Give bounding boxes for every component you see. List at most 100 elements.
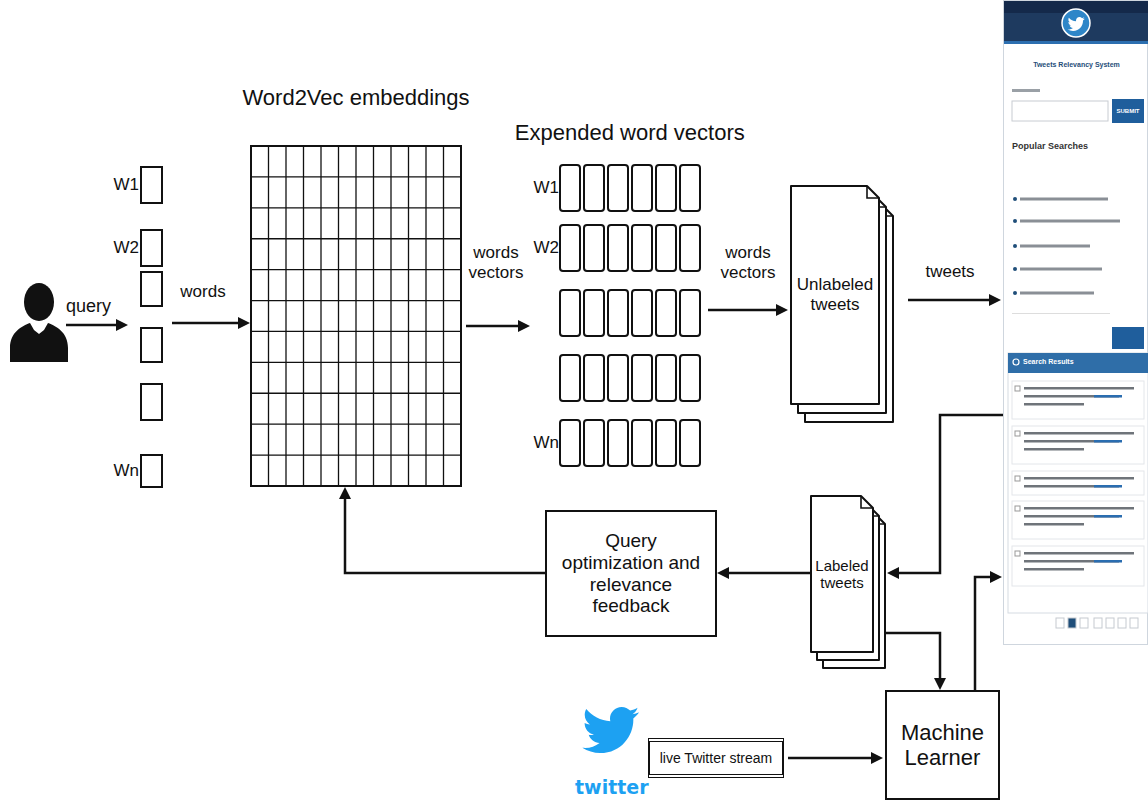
vector-cell bbox=[680, 225, 700, 271]
user-body bbox=[10, 323, 68, 362]
vector-cell bbox=[141, 230, 162, 266]
vector-cell bbox=[141, 167, 162, 203]
result-link bbox=[1094, 485, 1122, 488]
flow-connector bbox=[708, 304, 788, 316]
search-item bbox=[1020, 268, 1102, 271]
process-box: Query optimization and relevance feedbac… bbox=[545, 510, 717, 637]
divider bbox=[1012, 313, 1110, 314]
flow-connector bbox=[908, 294, 1001, 306]
page-button bbox=[1130, 618, 1138, 628]
result-line bbox=[1024, 523, 1084, 526]
embedding-matrix bbox=[250, 85, 462, 487]
matrix-line bbox=[251, 300, 461, 301]
vector-cell bbox=[608, 290, 628, 336]
page-button bbox=[1056, 618, 1064, 628]
vector-cell bbox=[560, 165, 580, 211]
brand-wordmark: twitter bbox=[575, 777, 649, 799]
matrix-line bbox=[251, 424, 461, 425]
screen-text: SUBMIT bbox=[1112, 99, 1144, 123]
vector-cell bbox=[656, 290, 676, 336]
matrix-line bbox=[355, 146, 356, 486]
result-line bbox=[1024, 448, 1084, 451]
screen-text: Search Results bbox=[1023, 358, 1074, 366]
matrix-line bbox=[268, 146, 269, 486]
result-item bbox=[1012, 381, 1144, 419]
flow-connector bbox=[172, 317, 250, 329]
twitter-bird bbox=[582, 707, 639, 753]
matrix-line bbox=[320, 146, 321, 486]
result-line bbox=[1024, 507, 1134, 510]
header-bar bbox=[1004, 1, 1148, 41]
search-item bbox=[1020, 292, 1094, 295]
flow-connector bbox=[717, 567, 810, 579]
matrix-line bbox=[251, 207, 461, 208]
matrix-line bbox=[251, 331, 461, 332]
vector-cell bbox=[632, 165, 652, 211]
list-bullet bbox=[1013, 291, 1017, 295]
screenshot-art bbox=[1004, 1, 1148, 646]
word-label: Wn bbox=[114, 461, 140, 481]
list-bullet bbox=[1013, 244, 1017, 248]
matrix-line bbox=[251, 269, 461, 270]
page-button bbox=[1118, 618, 1126, 628]
row-label: W1 bbox=[534, 178, 560, 198]
connector-line bbox=[726, 572, 810, 575]
matrix-line bbox=[251, 454, 461, 455]
word-label: W2 bbox=[114, 238, 140, 258]
flow-connector bbox=[788, 752, 883, 764]
results-header bbox=[1008, 353, 1148, 373]
arrow-head bbox=[887, 567, 899, 579]
vector-cell bbox=[680, 165, 700, 211]
connector-line bbox=[886, 633, 940, 681]
document-page bbox=[811, 496, 873, 652]
vector-cell bbox=[584, 225, 604, 271]
document-stack: Unlabeled tweets bbox=[790, 185, 894, 423]
matrix-line bbox=[390, 146, 391, 486]
arrow-head bbox=[871, 752, 883, 764]
vector-cell bbox=[141, 384, 162, 420]
vector-cell bbox=[632, 355, 652, 401]
vector-cell bbox=[141, 455, 162, 487]
vector-cell bbox=[608, 165, 628, 211]
connector-line bbox=[975, 577, 993, 690]
word-label: W1 bbox=[114, 175, 140, 195]
result-link bbox=[1094, 515, 1122, 518]
box-label: Machine Learner bbox=[896, 720, 989, 771]
result-checkbox bbox=[1015, 506, 1020, 511]
edge-label: tweets bbox=[919, 262, 981, 282]
vector-cell bbox=[141, 272, 162, 306]
list-bullet bbox=[1013, 219, 1017, 223]
connector-line bbox=[908, 299, 992, 302]
arrow-head bbox=[990, 571, 1002, 583]
word-column: W1W2Wn bbox=[112, 165, 164, 490]
stream-label: live Twitter stream bbox=[660, 750, 773, 766]
vector-cell bbox=[656, 225, 676, 271]
arrow-head bbox=[989, 294, 1001, 306]
submit-button bbox=[1112, 99, 1144, 123]
matrix-line bbox=[338, 146, 339, 486]
field-caption bbox=[1012, 89, 1040, 92]
matrix-line bbox=[251, 176, 461, 177]
document-page bbox=[791, 186, 879, 404]
vector-cell bbox=[584, 355, 604, 401]
app-logo bbox=[1062, 9, 1090, 37]
search-item bbox=[1020, 198, 1108, 201]
result-checkbox bbox=[1015, 476, 1020, 481]
edge-label: words bbox=[172, 282, 234, 302]
matrix-line bbox=[373, 146, 374, 486]
arrow-head bbox=[339, 487, 351, 499]
matrix-line bbox=[251, 362, 461, 363]
matrix-border bbox=[251, 146, 461, 486]
page-button bbox=[1094, 618, 1102, 628]
result-item bbox=[1012, 501, 1144, 539]
user-icon bbox=[10, 283, 68, 362]
result-item bbox=[1012, 471, 1144, 495]
vector-cell bbox=[680, 355, 700, 401]
connector-line bbox=[466, 325, 521, 328]
page-button bbox=[1068, 618, 1076, 628]
flow-connector bbox=[887, 415, 1003, 579]
word-vector-table: Expended word vectorsW1W2Wn bbox=[530, 118, 702, 474]
arrow-head bbox=[934, 678, 946, 690]
result-link bbox=[1094, 440, 1122, 443]
vector-cell bbox=[560, 420, 580, 466]
